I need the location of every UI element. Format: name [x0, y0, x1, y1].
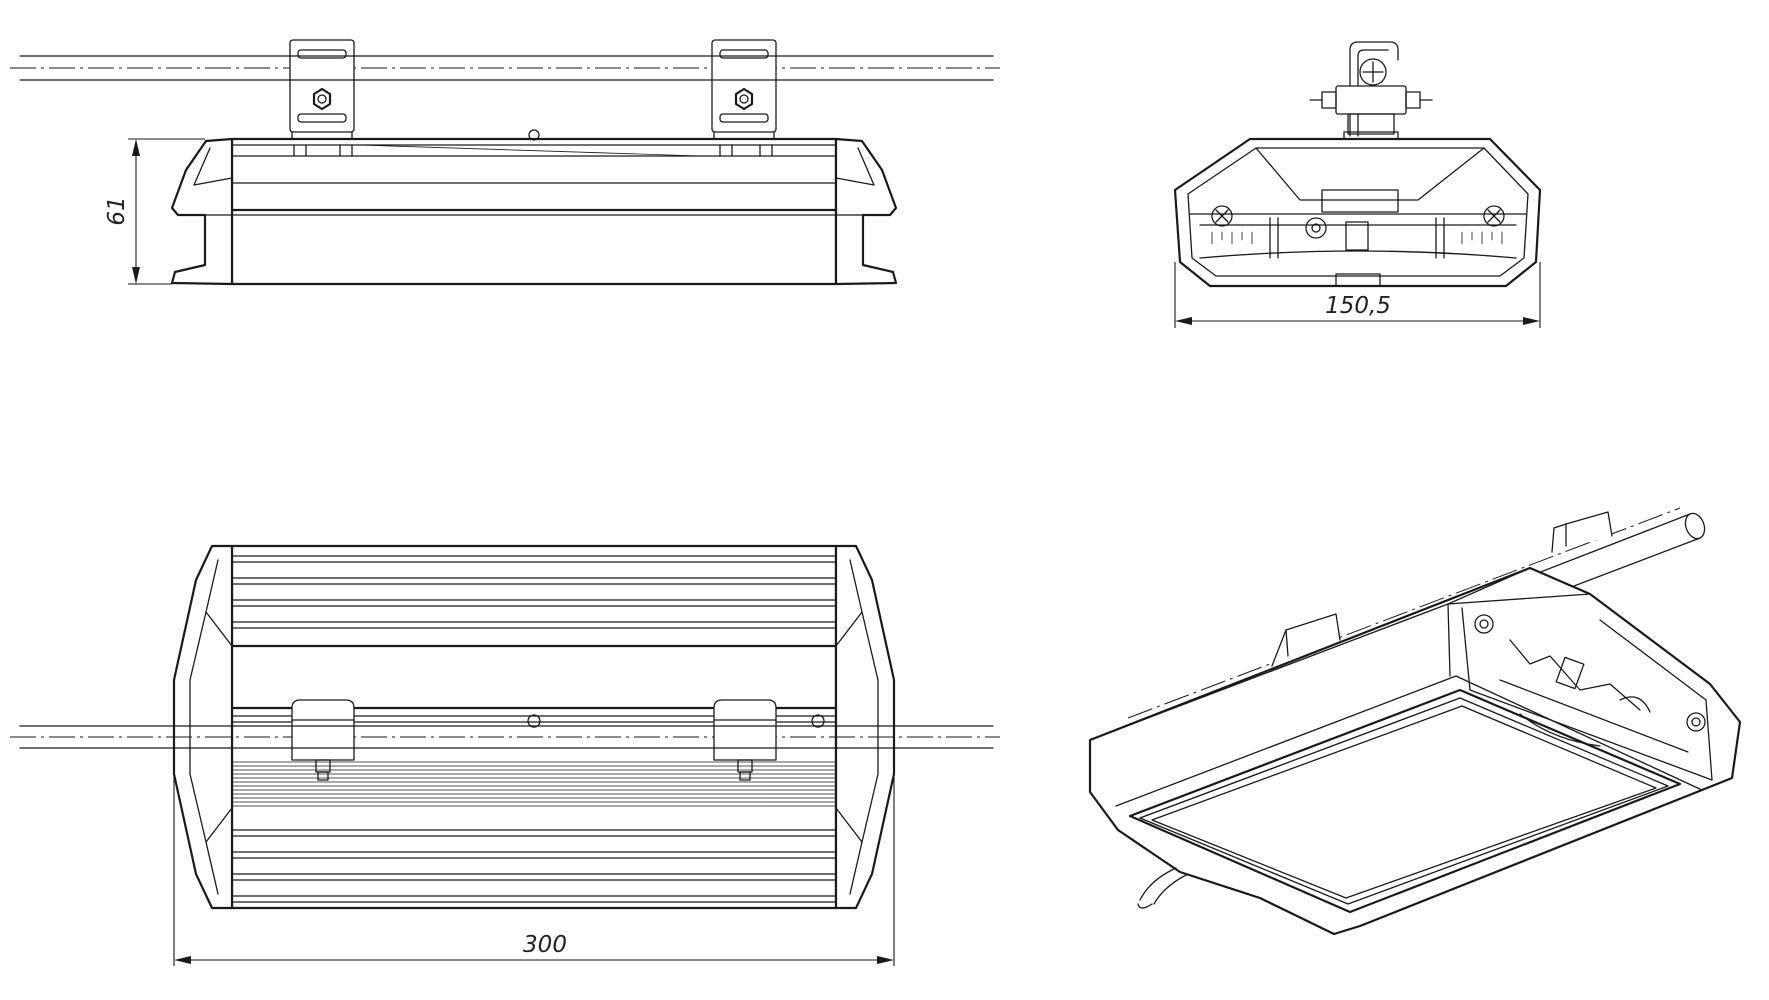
- housing-profile: [1173, 137, 1542, 288]
- end-cap-top-left: [172, 544, 234, 910]
- dimension-height-label: 61: [104, 196, 130, 225]
- dimension-height: [128, 138, 205, 285]
- iso-end-cap-detail: [1461, 607, 1713, 781]
- mounting-bracket-right: [711, 39, 777, 143]
- clamp-bracket: [1309, 41, 1433, 140]
- iso-housing: [1088, 566, 1742, 936]
- clamp-top-right: [713, 699, 777, 781]
- suspension-rod: [10, 55, 1000, 81]
- isometric-view: [1088, 507, 1742, 936]
- dimension-length: [173, 774, 895, 966]
- iso-bracket-back: [1551, 511, 1613, 553]
- side-view: 150,5: [1173, 41, 1542, 328]
- end-cap-left: [170, 137, 234, 286]
- housing-front: [230, 129, 838, 286]
- mounting-bracket-left: [289, 39, 355, 143]
- end-cap-right: [834, 137, 898, 286]
- front-view: 61: [10, 39, 1000, 286]
- top-view: 300: [10, 544, 1000, 966]
- clamp-top-left: [291, 699, 355, 781]
- end-cap-top-right: [834, 544, 896, 910]
- dimension-length-label: 300: [523, 932, 567, 958]
- dimension-width-label: 150,5: [1325, 293, 1391, 319]
- dimension-width: [1174, 262, 1541, 328]
- suspension-rod-top: [10, 725, 1000, 749]
- iso-bracket-front: [1271, 613, 1341, 667]
